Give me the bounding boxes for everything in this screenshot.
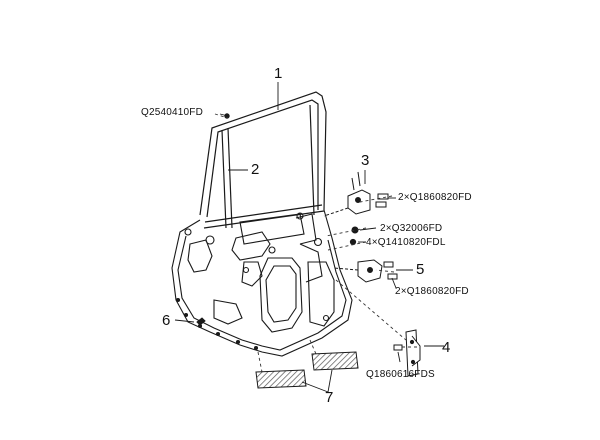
callout-5: 5 [416, 261, 425, 278]
lower-hinge [333, 259, 398, 283]
callout-6: 6 [162, 312, 171, 329]
part-code-striker-screw: Q1860616FDS [366, 369, 435, 380]
explosion-lines [214, 113, 418, 373]
upper-hinge [323, 171, 389, 217]
leader-lines [174, 82, 444, 393]
callout-7: 7 [325, 389, 334, 406]
part-code-hinge-lower-bolts: 2×Q1860820FD [395, 286, 469, 297]
callout-3: 3 [361, 152, 370, 169]
sound-pads [255, 351, 359, 389]
callout-2: 2 [251, 161, 260, 178]
part-code-nut-q32006: 2×Q32006FD [380, 223, 443, 234]
door-latch [405, 329, 421, 377]
door-frame [199, 91, 327, 229]
callout-4: 4 [442, 339, 451, 356]
fasteners [196, 113, 403, 351]
part-code-hinge-upper-bolts: 2×Q1860820FD [398, 192, 472, 203]
door-panel [171, 209, 353, 357]
callout-1: 1 [274, 65, 283, 82]
part-code-bolt-q1410820: 4×Q1410820FDL [366, 237, 446, 248]
part-code-top-bolt: Q2540410FD [141, 107, 204, 118]
